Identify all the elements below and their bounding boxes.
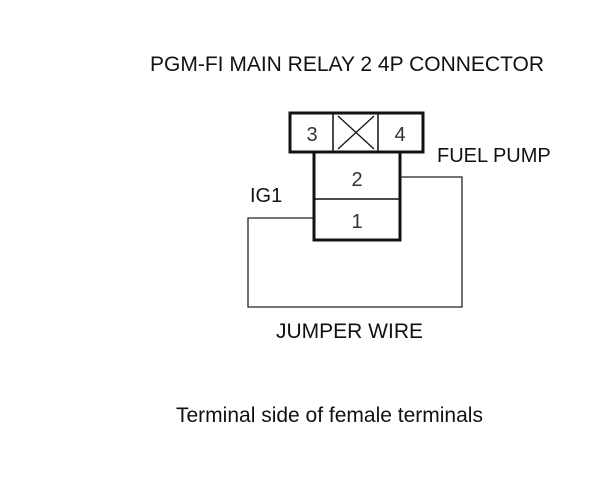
diagram-caption: Terminal side of female terminals <box>176 404 483 427</box>
jumper-wire-line <box>247 176 463 308</box>
pin-3-label: 3 <box>306 124 317 146</box>
pin-1-label: 1 <box>351 211 362 233</box>
empty-cavity-x-icon <box>337 115 375 150</box>
pin-2-label: 2 <box>351 169 362 191</box>
diagram-title: PGM-FI MAIN RELAY 2 4P CONNECTOR <box>150 53 545 76</box>
pin-4-label: 4 <box>394 124 405 146</box>
ig1-label: IG1 <box>250 185 283 207</box>
jumper-wire-label: JUMPER WIRE <box>276 320 423 343</box>
fuel-pump-label: FUEL PUMP <box>437 145 551 167</box>
connector-body <box>312 150 402 242</box>
